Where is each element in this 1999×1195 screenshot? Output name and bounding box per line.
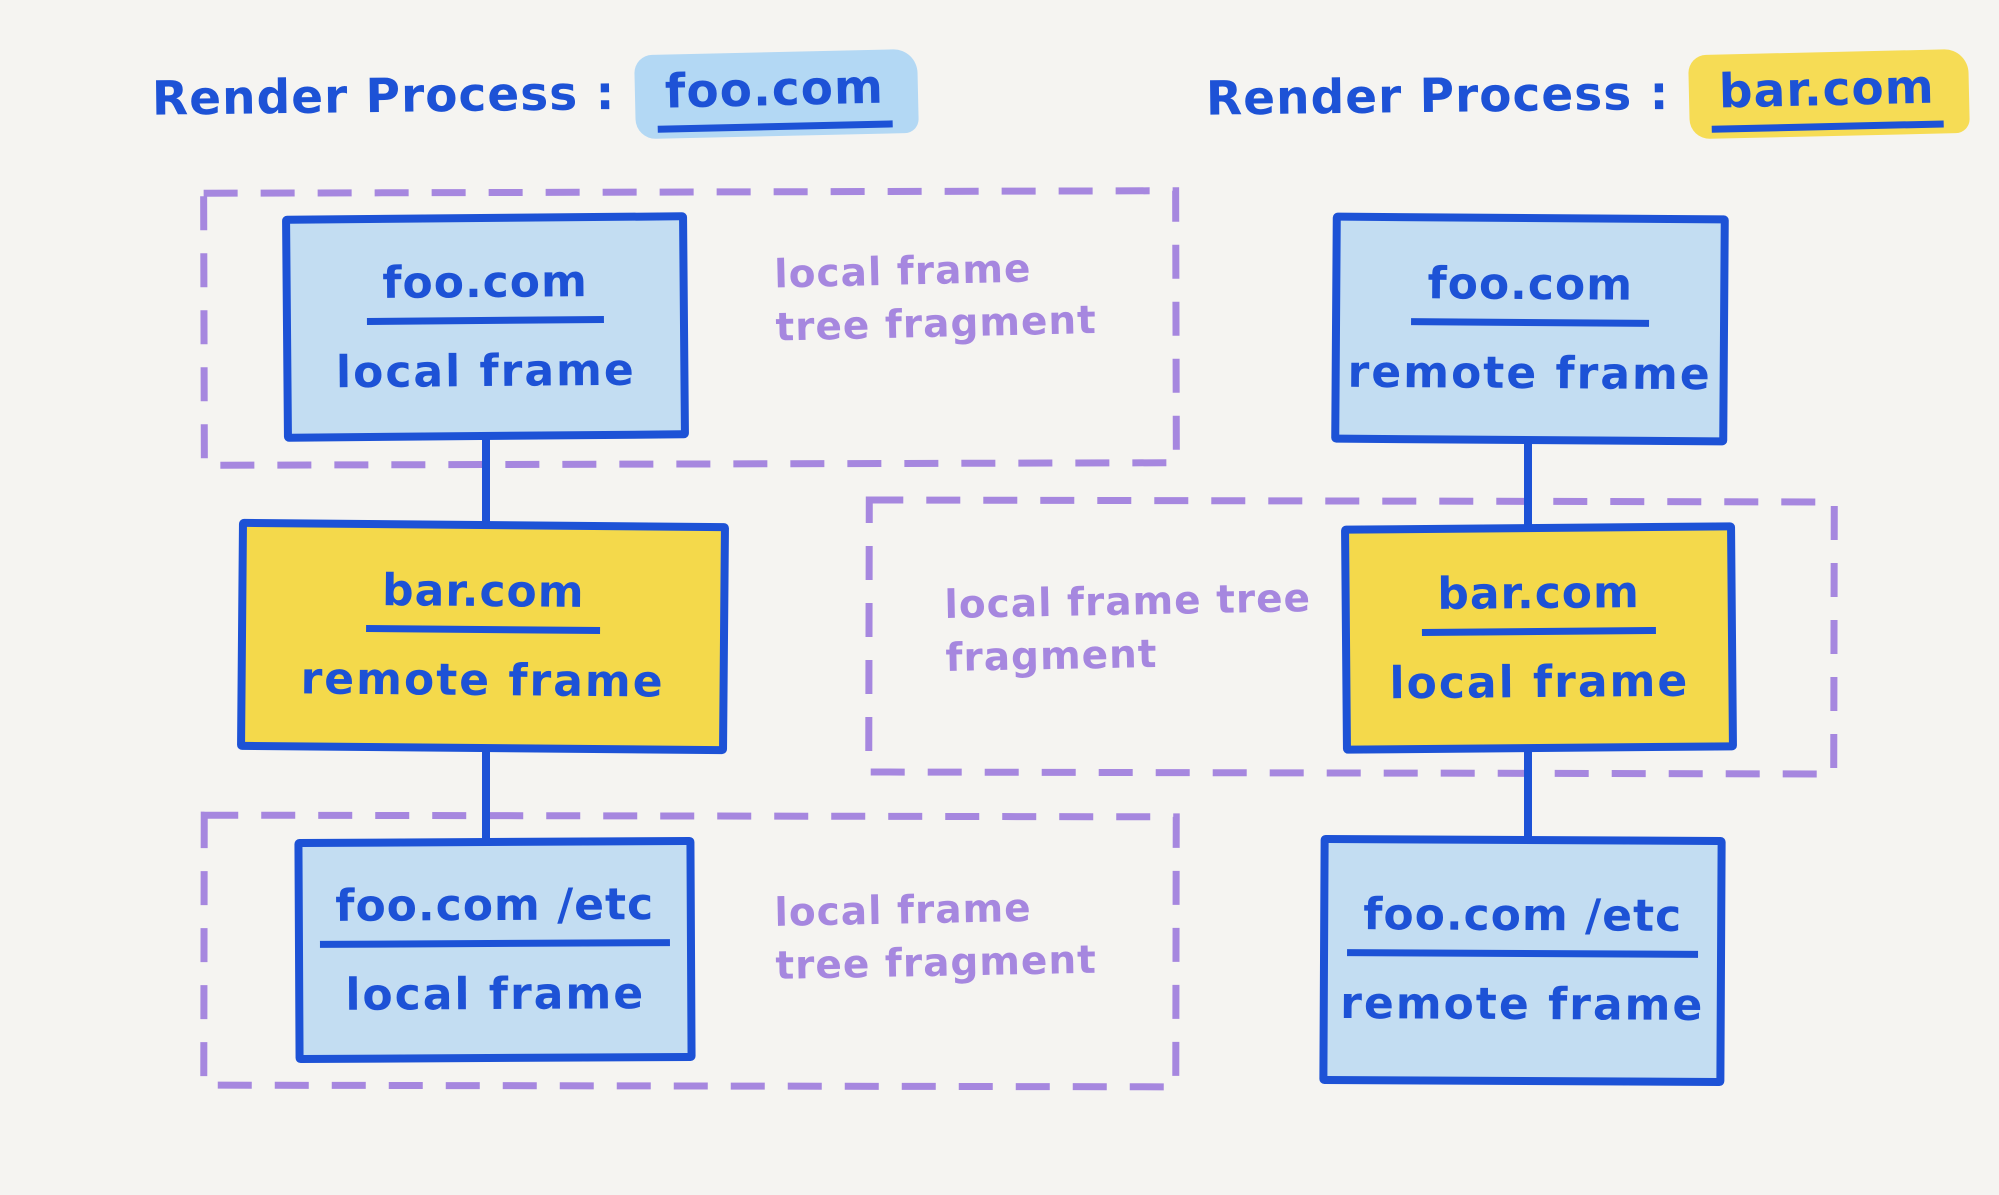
- node-left-middle-bar-remote-frame: bar.com remote frame: [237, 518, 729, 755]
- dashed-border: [200, 187, 1180, 469]
- title-right-prefix: Render Process :: [1205, 66, 1670, 127]
- node-frame-kind: remote frame: [300, 653, 665, 708]
- node-domain: foo.com /etc: [1347, 889, 1699, 958]
- title-left-prefix: Render Process :: [151, 66, 616, 127]
- node-frame-kind: remote frame: [1340, 978, 1705, 1031]
- title-right-domain: bar.com: [1710, 59, 1944, 133]
- node-left-bottom-foo-etc-local-frame: foo.com /etc local frame: [294, 836, 696, 1064]
- dashed-border: [865, 496, 1838, 778]
- fragment-label-left-bottom: local frame tree fragment: [774, 885, 1098, 989]
- title-right-domain-highlight: bar.com: [1688, 48, 1971, 140]
- node-frame-kind: remote frame: [1347, 346, 1712, 400]
- node-domain: foo.com: [366, 256, 605, 325]
- title-left-render-process: Render Process : foo.com: [151, 48, 920, 143]
- node-domain: foo.com /etc: [319, 879, 671, 948]
- fragment-label-left-top: local frame tree fragment: [773, 246, 1098, 351]
- title-left-domain: foo.com: [656, 59, 894, 133]
- node-frame-kind: local frame: [345, 967, 646, 1021]
- fragment-box-right-middle: local frame tree fragment: [865, 496, 1839, 778]
- title-left-domain-highlight: foo.com: [634, 48, 920, 140]
- node-frame-kind: local frame: [335, 344, 636, 398]
- node-frame-kind: local frame: [1389, 655, 1690, 709]
- node-right-middle-bar-local-frame: bar.com local frame: [1341, 522, 1737, 754]
- fragment-box-left-top: local frame tree fragment: [200, 187, 1181, 470]
- connector-left-top: [482, 428, 490, 533]
- title-right-render-process: Render Process : bar.com: [1205, 48, 1971, 143]
- node-right-top-foo-remote-frame: foo.com remote frame: [1331, 212, 1729, 446]
- node-domain: bar.com: [365, 565, 601, 635]
- fragment-label-right-middle: local frame tree fragment: [944, 576, 1312, 681]
- dashed-border: [200, 811, 1180, 1091]
- node-left-top-foo-local-frame: foo.com local frame: [282, 212, 689, 442]
- node-domain: foo.com: [1411, 258, 1650, 327]
- connector-right-top: [1524, 432, 1532, 536]
- node-right-bottom-foo-etc-remote-frame: foo.com /etc remote frame: [1319, 834, 1726, 1087]
- node-domain: bar.com: [1421, 567, 1657, 636]
- fragment-box-left-bottom: local frame tree fragment: [200, 811, 1180, 1091]
- connector-right-bottom: [1524, 742, 1532, 848]
- connector-left-bottom: [482, 742, 490, 848]
